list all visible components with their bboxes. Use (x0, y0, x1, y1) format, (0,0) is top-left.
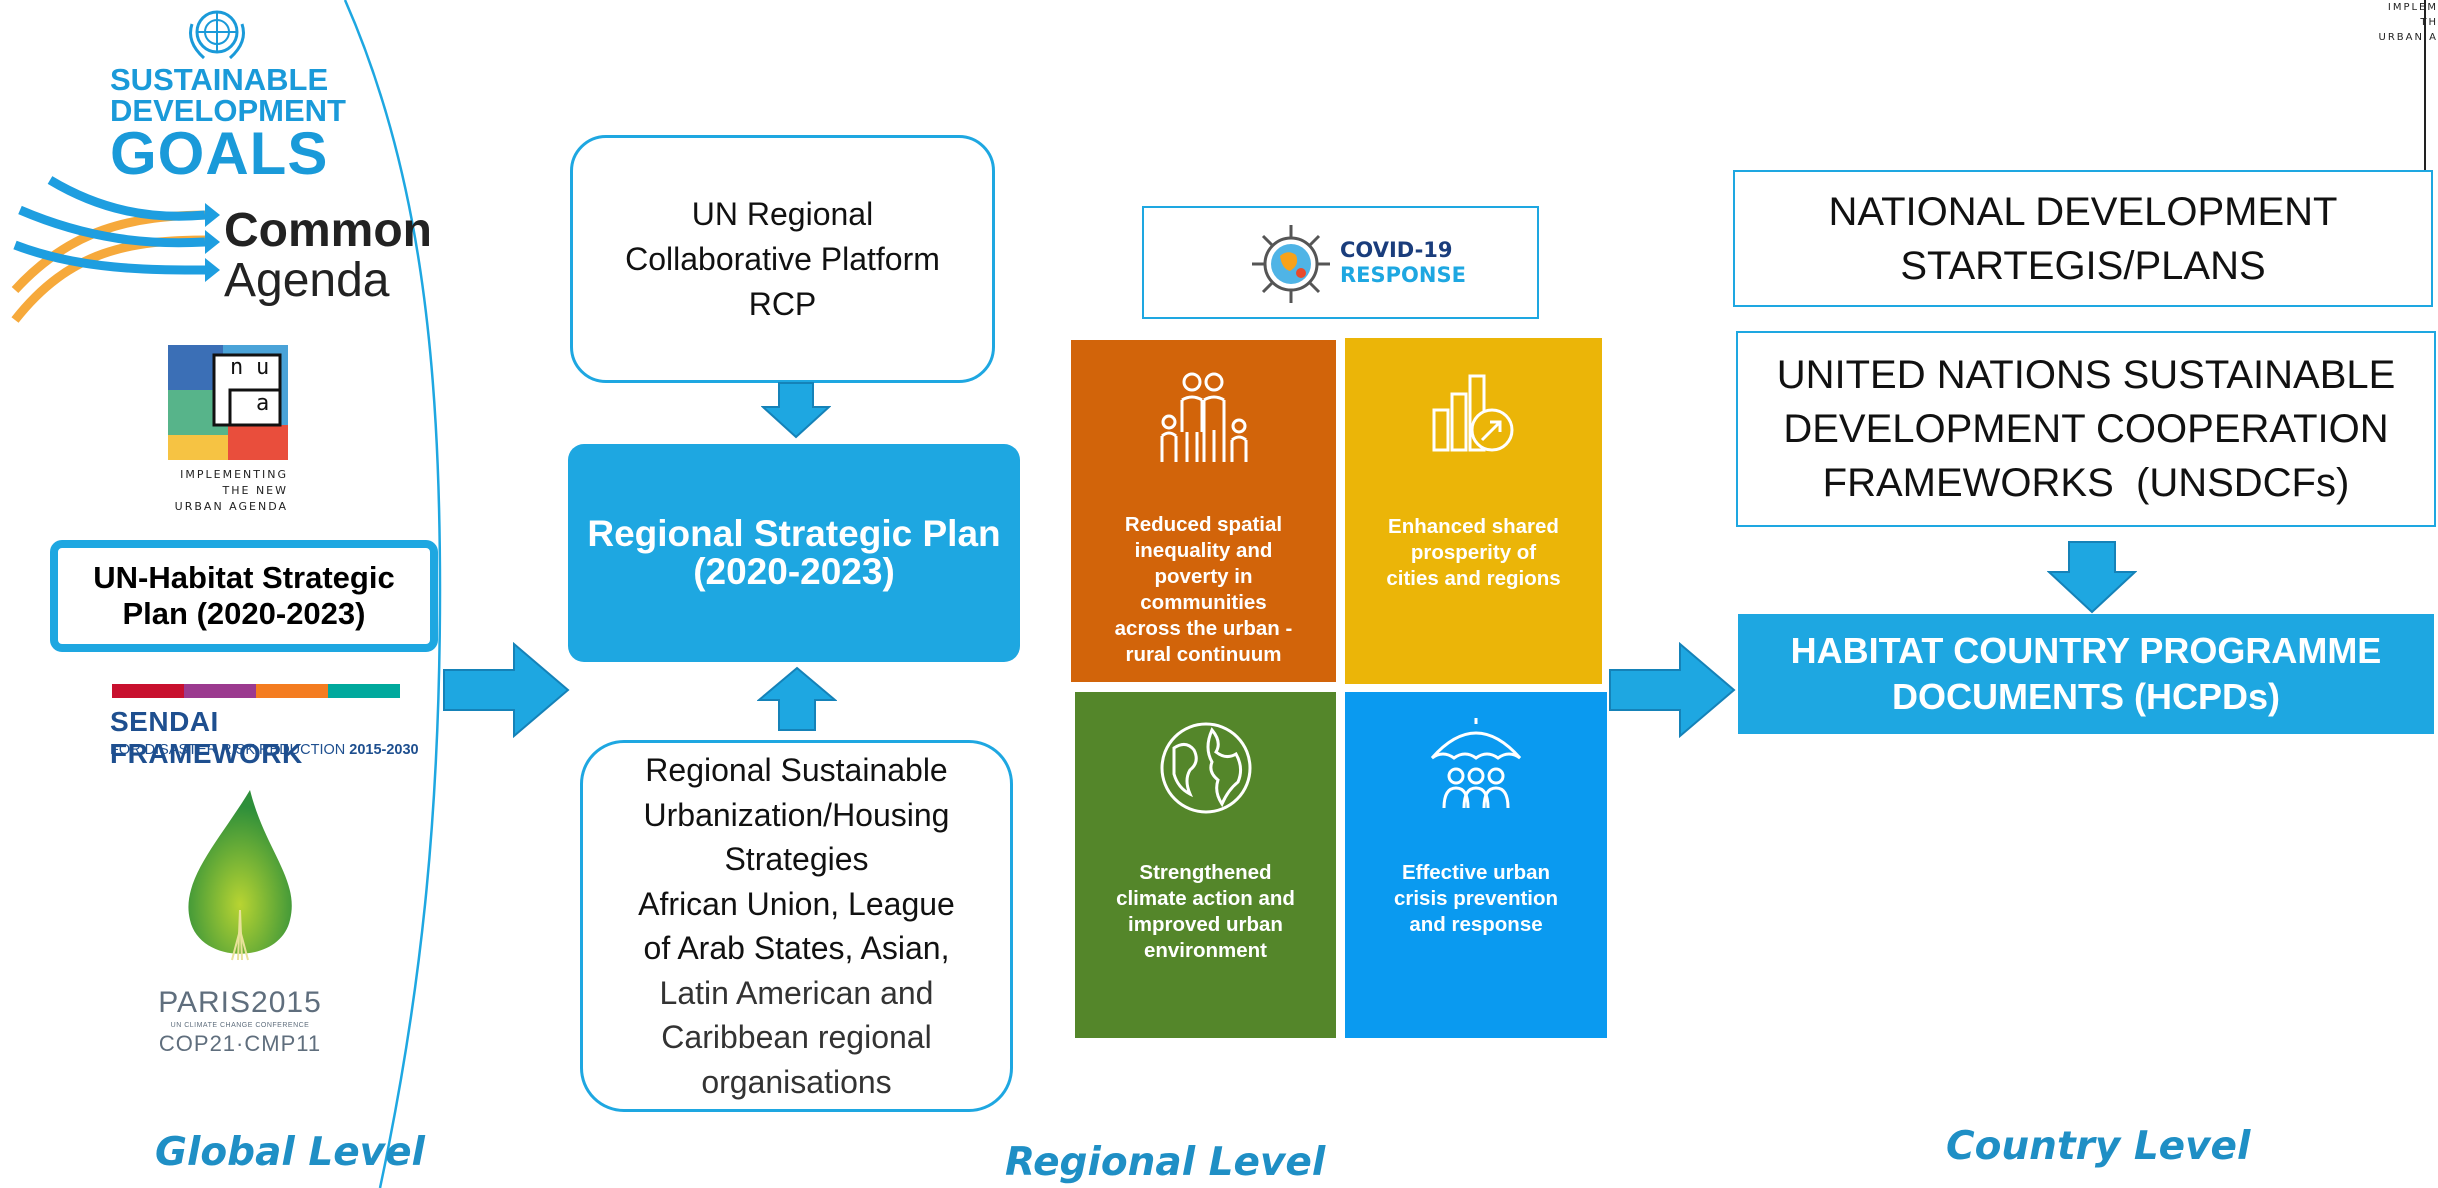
growth-chart-icon (1432, 374, 1513, 452)
paris-leaf-icon (188, 790, 292, 961)
tile2-line2: climate action and (1116, 887, 1295, 910)
unsdcf-line2: DEVELOPMENT COOPERATION (1783, 407, 2389, 451)
covid-line1: COVID-19 (1340, 238, 1453, 262)
sendai-subtitle: FOR DISASTER RISK REDUCTION (110, 742, 350, 758)
corner-line1: IMPLEM (2387, 2, 2438, 13)
tile0-line4: communities (1140, 591, 1267, 614)
sendai-color-bar (112, 684, 400, 698)
umbrella-people-icon (1430, 718, 1522, 809)
tile-enhanced-shared-prosperity: Enhanced shared prosperity of cities and… (1345, 338, 1602, 684)
tile2-line1: Strengthened (1139, 861, 1272, 884)
tile2-line4: environment (1143, 939, 1267, 962)
sdg-line2: DEVELOPMENT (110, 93, 346, 128)
nua-caption1: IMPLEMENTING (180, 468, 288, 481)
regional-strategies-box: Regional Sustainable Urbanization/Housin… (580, 740, 1013, 1112)
hcpd-line1: HABITAT COUNTRY PROGRAMME (1790, 630, 2382, 671)
nua-emblem-icon (168, 345, 288, 460)
nua-logo: n u a IMPLEMENTING THE NEW URBAN AGENDA (150, 345, 300, 515)
paris-cop: COP21·CMP11 (158, 1031, 322, 1056)
corner-line3: URBAN A (2378, 32, 2438, 43)
global-level-label: Global Level (155, 1130, 425, 1175)
hcpd-line2: DOCUMENTS (HCPDs) (1891, 676, 2280, 717)
tile1-line2: prosperity of (1410, 541, 1537, 564)
rcp-line1: UN Regional (691, 195, 874, 232)
tile0-line6: rural continuum (1125, 643, 1282, 666)
covid-line2: RESPONSE (1340, 263, 1466, 287)
corner-line2: TH (2420, 17, 2438, 28)
national-development-box: NATIONAL DEVELOPMENT STARTEGIS/PLANS (1733, 170, 2433, 307)
global-to-regional-arrow (443, 642, 570, 738)
rsus-line4: African Union, League (638, 885, 955, 922)
tile3-line3: and response (1409, 913, 1543, 936)
sdg-line1: SUSTAINABLE (110, 62, 329, 97)
tile0-line3: poverty in (1154, 565, 1253, 588)
unsdcf-line3: FRAMEWORKS (UNSDCFs) (1822, 461, 2350, 505)
covid-response-logo: COVID-19 RESPONSE (1142, 206, 1539, 319)
habitat-plan-line2: Plan (2020-2023) (122, 596, 366, 631)
nua-letter-n: n (230, 355, 244, 380)
virus-globe-icon (1252, 225, 1330, 303)
tile3-line1: Effective urban (1401, 861, 1551, 884)
rsus-line2: Urbanization/Housing (643, 796, 950, 833)
sdg-logo: SUSTAINABLE DEVELOPMENT GOALS (110, 4, 346, 184)
common-agenda-line1: Common (224, 204, 432, 257)
rsp-line2: (2020-2023) (693, 551, 895, 592)
nua-caption2: THE NEW (222, 484, 288, 497)
rcp-box: UN Regional Collaborative Platform RCP (570, 135, 995, 383)
tile2-line3: improved urban (1128, 913, 1283, 936)
national-line2: STARTEGIS/PLANS (1900, 243, 2266, 288)
sendai-title: SENDAI FRAMEWORK (110, 706, 303, 769)
tile0-line2: inequality and (1134, 539, 1273, 562)
globe-icon (1160, 722, 1251, 814)
nua-letter-u: u (256, 355, 270, 380)
un-emblem-icon (189, 10, 245, 60)
tile-effective-crisis-prevention: Effective urban crisis prevention and re… (1345, 692, 1607, 1038)
rsus-line5: of Arab States, Asian, (643, 930, 950, 966)
tile-strengthened-climate-action: Strengthened climate action and improved… (1075, 692, 1336, 1038)
unsdcf-down-arrow (2047, 541, 2137, 614)
rcp-line3: RCP (748, 285, 817, 322)
unsdcf-box: UNITED NATIONS SUSTAINABLE DEVELOPMENT C… (1736, 331, 2436, 527)
family-icon (1160, 372, 1247, 462)
rcp-down-arrow (761, 382, 831, 439)
tile0-line1: Reduced spatial (1124, 513, 1283, 536)
country-level-label: Country Level (1946, 1124, 2251, 1169)
corner-nua-logo: IMPLEM TH URBAN A (2340, 0, 2438, 45)
habitat-plan-line1: UN-Habitat Strategic (93, 560, 395, 595)
unsdcf-line1: UNITED NATIONS SUSTAINABLE (1776, 353, 2396, 397)
national-line1: NATIONAL DEVELOPMENT (1828, 189, 2338, 234)
nua-letter-a: a (256, 391, 270, 416)
tile1-line1: Enhanced shared (1388, 515, 1559, 538)
rsus-line7: Caribbean regional (661, 1019, 932, 1055)
rcp-line2: Collaborative Platform (625, 240, 940, 277)
common-agenda-arrows-icon (11, 176, 220, 323)
sendai-years: 2015-2030 (349, 742, 419, 758)
paris-small: UN CLIMATE CHANGE CONFERENCE (170, 1022, 310, 1029)
rsus-line8: organisations (701, 1063, 892, 1100)
rsus-up-arrow (757, 666, 837, 731)
corner-divider (2424, 0, 2426, 170)
tile-reduced-spatial-inequality: Reduced spatial inequality and poverty i… (1071, 340, 1336, 682)
tile1-line3: cities and regions (1386, 567, 1561, 590)
rsus-line3: Strategies (724, 841, 869, 877)
nua-caption3: URBAN AGENDA (174, 500, 288, 513)
regional-level-label: Regional Level (1005, 1140, 1326, 1185)
paris2015-logo: PARIS2015 UN CLIMATE CHANGE CONFERENCE C… (150, 790, 330, 1060)
tile3-line2: crisis prevention (1393, 887, 1559, 910)
tile0-line5: across the urban - (1114, 617, 1293, 640)
regional-to-country-arrow (1609, 642, 1736, 738)
rsus-line6: Latin American and (659, 974, 934, 1011)
sdg-goals: GOALS (110, 120, 329, 187)
sendai-logo: SENDAI FRAMEWORK FOR DISASTER RISK REDUC… (110, 684, 419, 769)
paris-title: PARIS2015 (158, 986, 322, 1019)
common-agenda-logo: Common Agenda (10, 170, 432, 330)
regional-strategic-plan-box: Regional Strategic Plan (2020-2023) (568, 444, 1020, 662)
habitat-strategic-plan-box: UN-Habitat Strategic Plan (2020-2023) (50, 540, 438, 652)
common-agenda-line2: Agenda (224, 254, 390, 307)
rsus-line1: Regional Sustainable (645, 752, 948, 788)
hcpd-box: HABITAT COUNTRY PROGRAMME DOCUMENTS (HCP… (1738, 614, 2434, 734)
rsp-line1: Regional Strategic Plan (587, 513, 1001, 554)
